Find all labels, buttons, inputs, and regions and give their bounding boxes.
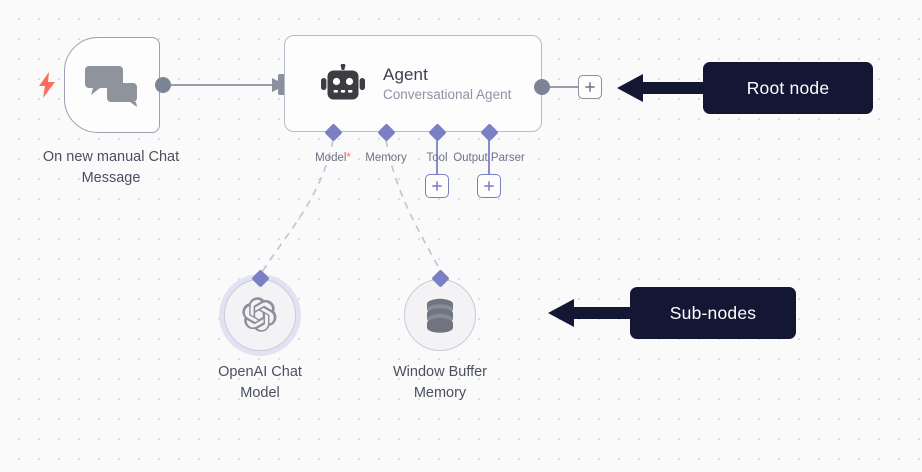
port-label-model-text: Model <box>315 152 347 164</box>
chat-bubbles-icon <box>85 66 137 107</box>
database-icon <box>427 298 453 333</box>
node-caption-window-buffer-memory: Window Buffer Memory <box>392 364 488 401</box>
node-agent[interactable]: Agent Conversational Agent <box>284 35 542 132</box>
plus-icon <box>585 82 595 92</box>
node-openai-chat-model[interactable] <box>224 279 296 351</box>
annotation-sub-nodes-text: Sub-nodes <box>669 302 757 323</box>
agent-label-group: Agent Conversational Agent <box>383 65 511 103</box>
port-label-tool: Tool <box>426 152 448 164</box>
plus-icon <box>432 181 442 191</box>
annotation-root-node: Root node <box>703 62 873 114</box>
add-output-parser-button[interactable] <box>477 174 501 198</box>
required-marker-model: * <box>346 152 351 164</box>
add-tool-button[interactable] <box>425 174 449 198</box>
plus-icon <box>484 181 494 191</box>
node-on-new-manual-chat-message[interactable] <box>64 37 160 133</box>
port-label-output-parser: Output Parser <box>453 152 525 164</box>
annotation-root-node-text: Root node <box>746 77 830 98</box>
port-label-model: Model* <box>315 152 351 164</box>
root-node-arrow-icon <box>617 74 717 102</box>
node-caption-trigger: On new manual Chat Message <box>42 149 180 186</box>
port-label-memory: Memory <box>365 152 407 164</box>
add-next-node-button[interactable] <box>578 75 602 99</box>
annotation-sub-nodes: Sub-nodes <box>630 287 796 339</box>
agent-output-port[interactable] <box>534 79 550 95</box>
trigger-output-port[interactable] <box>155 77 171 93</box>
agent-input-port[interactable] <box>278 74 287 95</box>
agent-title: Agent <box>383 64 428 84</box>
robot-icon <box>321 63 365 99</box>
lightning-bolt-icon <box>39 72 55 98</box>
openai-logo-icon <box>242 297 277 332</box>
node-caption-openai-chat-model: OpenAI Chat Model <box>218 364 302 401</box>
node-window-buffer-memory[interactable] <box>404 279 476 351</box>
agent-subtitle: Conversational Agent <box>383 86 512 102</box>
